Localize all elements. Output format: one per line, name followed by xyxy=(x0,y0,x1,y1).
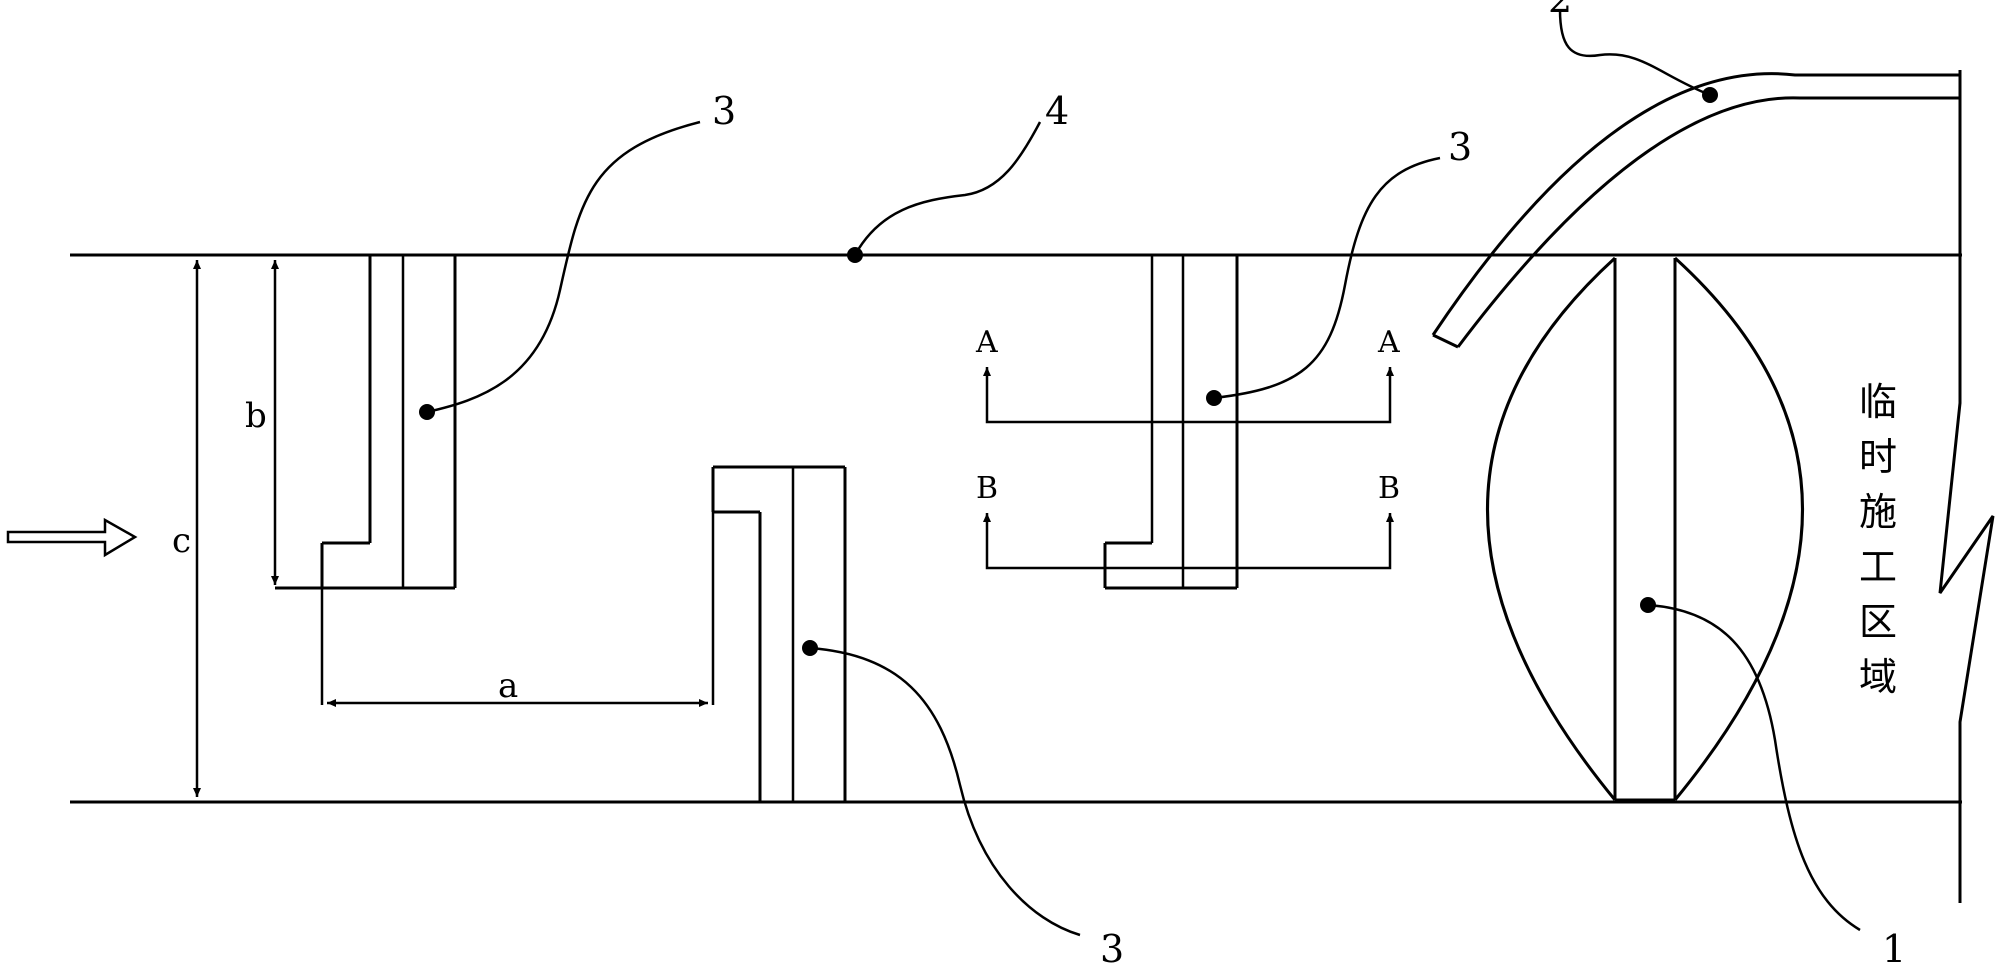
section-line-b xyxy=(983,513,1394,570)
label-3-upper-left: 3 xyxy=(712,89,736,133)
zone-label-char: 域 xyxy=(1859,655,1897,699)
dimension-label-b: b xyxy=(245,396,267,436)
label-4: 4 xyxy=(1045,89,1069,133)
leader-3-upper-left xyxy=(419,120,701,420)
label-2: 2 xyxy=(1548,0,1572,21)
dimension-a xyxy=(320,512,715,707)
leader-2 xyxy=(1558,9,1718,103)
zone-label-char: 区 xyxy=(1859,600,1897,644)
leader-1 xyxy=(1640,597,1861,932)
spur-dike-upper-left xyxy=(275,255,457,590)
dimension-label-c: c xyxy=(172,521,191,561)
leader-3-upper-right xyxy=(1206,156,1441,406)
diversion-channel xyxy=(1431,72,1960,349)
section-label-b-left: B xyxy=(976,471,998,506)
zone-label-char: 时 xyxy=(1859,435,1897,479)
zone-label-char: 工 xyxy=(1859,545,1897,589)
flow-direction-arrow xyxy=(6,517,138,558)
section-line-a xyxy=(983,367,1394,424)
zone-label-char: 临 xyxy=(1859,380,1897,424)
label-3-upper-right: 3 xyxy=(1448,125,1472,169)
spur-dike-lower xyxy=(711,465,847,802)
section-label-b-right: B xyxy=(1378,471,1400,506)
right-boundary-break-line xyxy=(1938,70,1995,903)
section-label-a-left: A xyxy=(975,325,998,360)
leader-4 xyxy=(847,121,1042,263)
dimension-label-a: a xyxy=(498,666,518,706)
section-label-a-right: A xyxy=(1377,325,1400,360)
label-3-lower: 3 xyxy=(1100,927,1124,971)
leader-3-lower xyxy=(802,640,1081,937)
zone-label-char: 施 xyxy=(1859,490,1897,534)
cofferdam xyxy=(1486,256,1804,802)
label-1: 1 xyxy=(1882,927,1906,971)
